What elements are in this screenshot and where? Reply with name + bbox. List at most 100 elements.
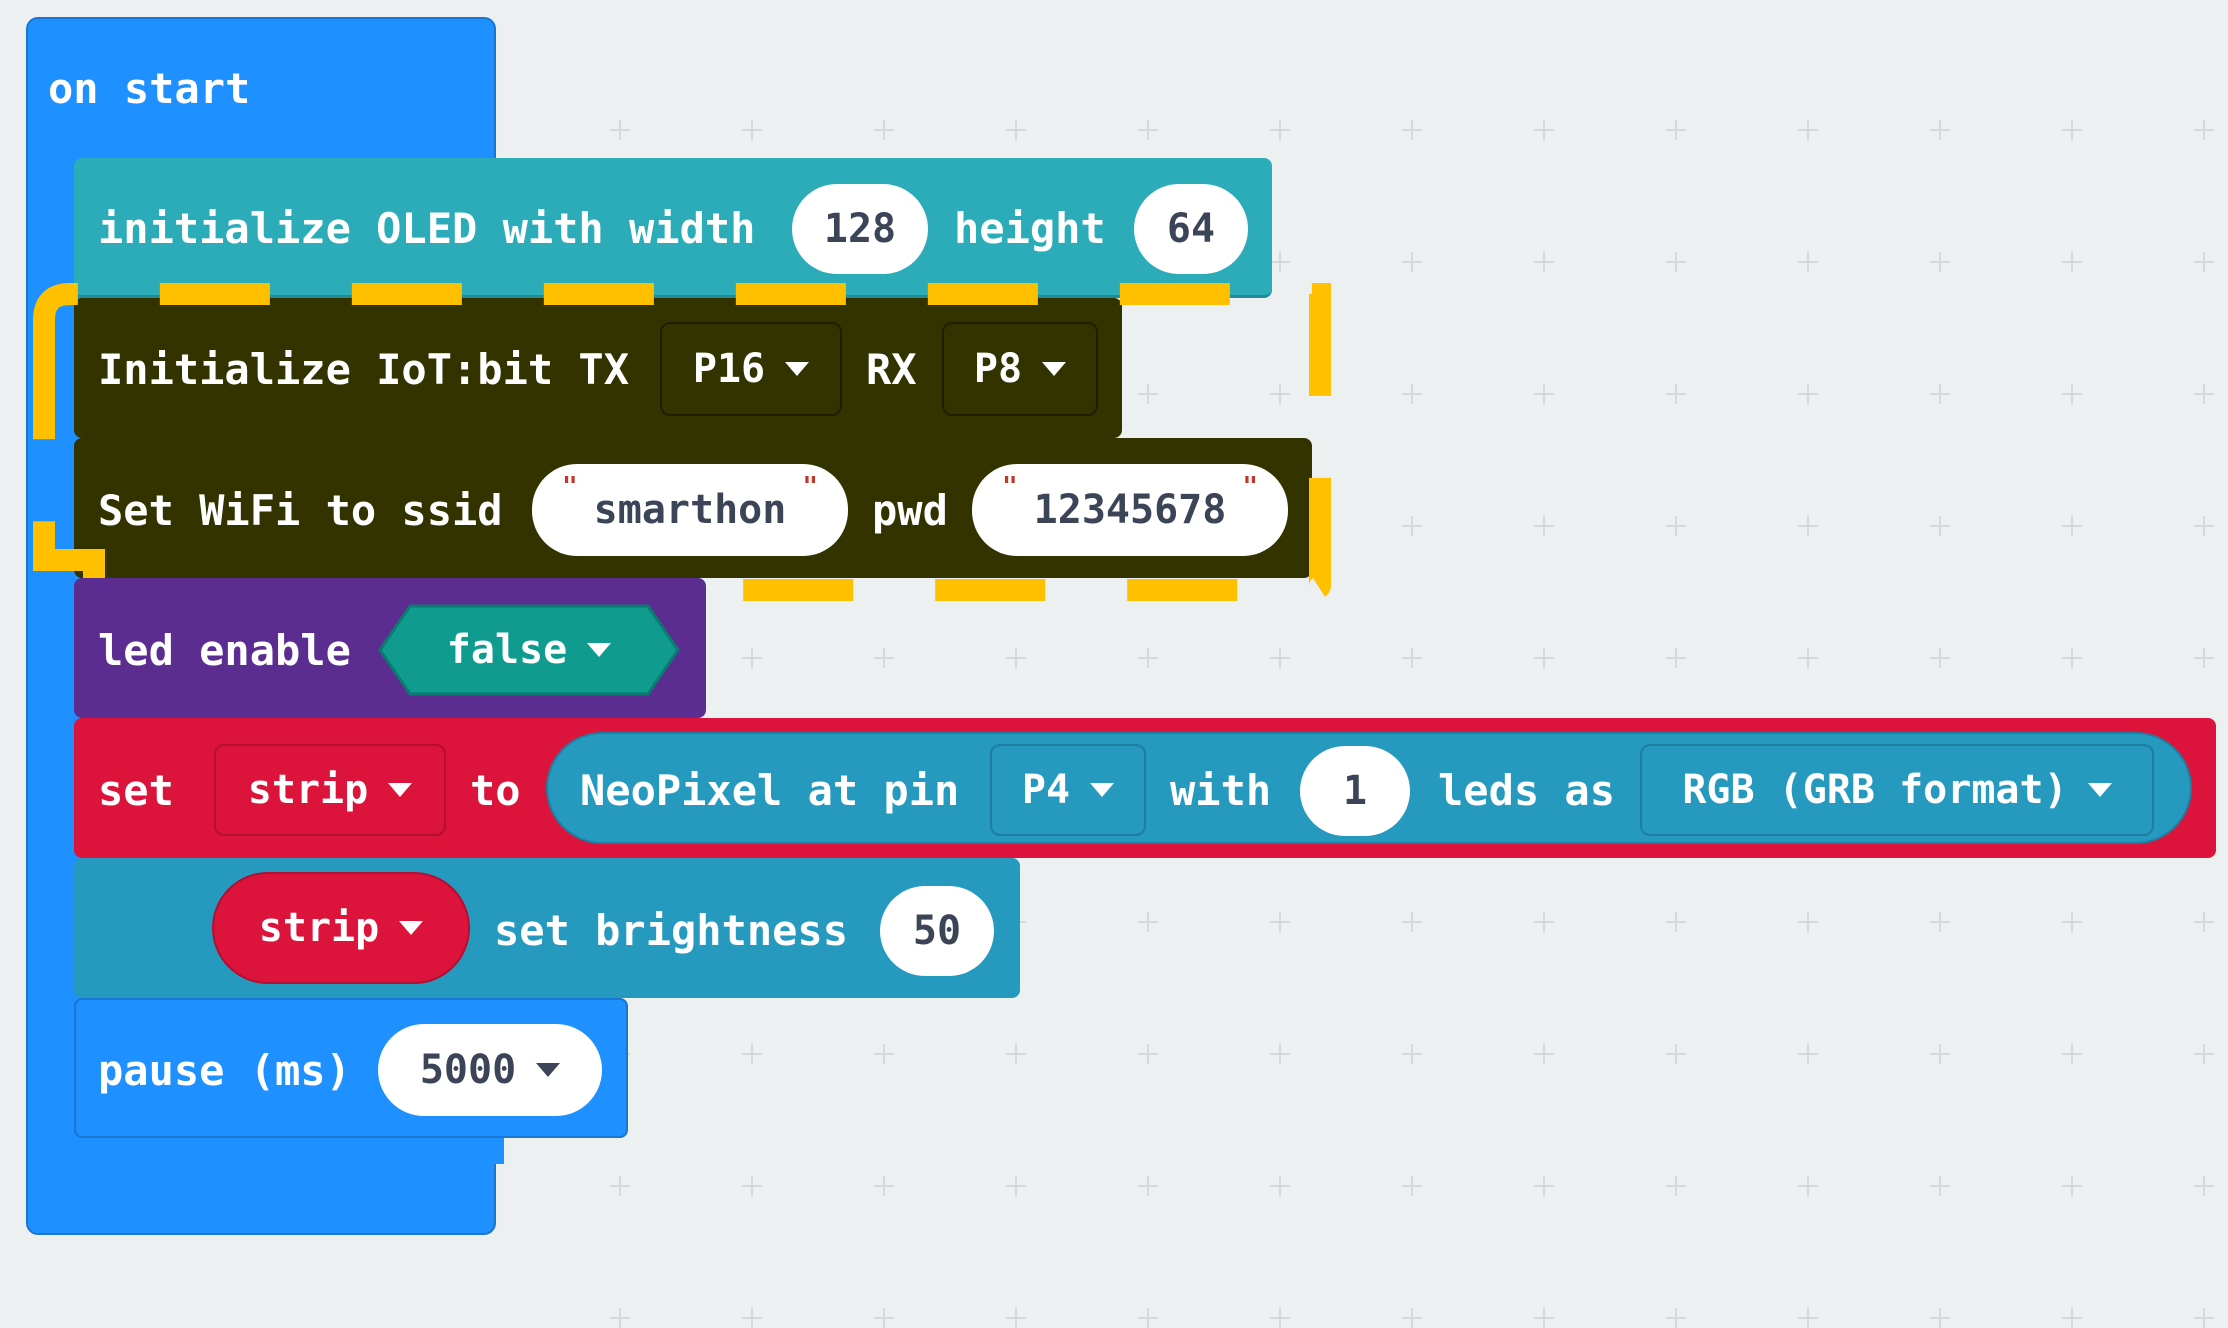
workspace-plus-mark	[2062, 1176, 2082, 1196]
led-value: false	[446, 627, 568, 673]
workspace-plus-mark	[1270, 384, 1290, 404]
led-count-input[interactable]: 1	[1300, 746, 1410, 836]
workspace-plus-mark	[2062, 120, 2082, 140]
workspace-plus-mark	[1138, 1044, 1158, 1064]
workspace-plus-mark	[1006, 1176, 1026, 1196]
workspace-plus-mark	[1270, 648, 1290, 668]
workspace-plus-mark	[742, 1308, 762, 1328]
led-value-hexagon[interactable]	[378, 604, 680, 696]
dropdown-arrow-icon	[2087, 783, 2112, 797]
wifi-ssid-input[interactable]: " smarthon "	[532, 464, 848, 556]
iot-label-b: RX	[866, 345, 917, 394]
workspace-plus-mark	[1798, 252, 1818, 272]
workspace-plus-mark	[1930, 1308, 1950, 1328]
oled-init-block[interactable]	[74, 158, 1272, 298]
workspace-plus-mark	[2194, 516, 2214, 536]
workspace-plus-mark	[1138, 1176, 1158, 1196]
workspace-plus-mark	[1798, 384, 1818, 404]
workspace-plus-mark	[874, 648, 894, 668]
workspace-plus-mark	[874, 1176, 894, 1196]
pause-label: pause (ms)	[98, 1046, 351, 1095]
pause-dropdown[interactable]: 5000	[378, 1024, 602, 1116]
workspace-plus-mark	[1270, 120, 1290, 140]
workspace-plus-mark	[2194, 1176, 2214, 1196]
to-label: to	[470, 766, 521, 815]
brightness-label: set brightness	[494, 906, 849, 955]
workspace-plus-mark	[2062, 1044, 2082, 1064]
workspace-plus-mark	[1534, 912, 1554, 932]
workspace-plus-mark	[1270, 252, 1290, 272]
workspace-plus-mark	[2194, 1308, 2214, 1328]
oled-width-input[interactable]: 128	[792, 184, 928, 274]
workspace-plus-mark	[2062, 1308, 2082, 1328]
workspace-plus-mark	[2194, 1044, 2214, 1064]
workspace-plus-mark	[610, 1176, 630, 1196]
workspace-plus-mark	[1798, 120, 1818, 140]
brightness-strip-value: strip	[258, 905, 380, 951]
workspace-plus-mark	[1930, 648, 1950, 668]
workspace-plus-mark	[1666, 1176, 1686, 1196]
iot-rx-dropdown[interactable]: P8	[942, 322, 1098, 416]
workspace-plus-mark	[874, 120, 894, 140]
wifi-pwd-input[interactable]: " 12345678 "	[972, 464, 1288, 556]
workspace-plus-mark	[1270, 912, 1290, 932]
workspace-plus-mark	[1534, 120, 1554, 140]
dropdown-arrow-icon	[388, 783, 413, 797]
workspace-plus-mark	[1402, 384, 1422, 404]
neopixel-label: NeoPixel at pin	[580, 766, 960, 815]
brightness-input[interactable]: 50	[880, 886, 994, 976]
workspace-plus-mark	[2062, 912, 2082, 932]
workspace-plus-mark	[610, 1308, 630, 1328]
on-start-label: on start	[48, 64, 251, 113]
dropdown-arrow-icon	[1042, 362, 1067, 376]
led-value-dropdown[interactable]: false	[378, 604, 680, 696]
workspace-plus-mark	[1534, 1308, 1554, 1328]
workspace-plus-mark	[1402, 120, 1422, 140]
format-dropdown[interactable]: RGB (GRB format)	[1640, 744, 2154, 836]
workspace-plus-mark	[1798, 1176, 1818, 1196]
strip-variable-dropdown[interactable]: strip	[214, 744, 446, 836]
workspace-plus-mark	[1798, 912, 1818, 932]
oled-height-input[interactable]: 64	[1134, 184, 1248, 274]
oled-label-b: height	[954, 204, 1106, 253]
format-value: RGB (GRB format)	[1682, 767, 2068, 813]
workspace-plus-mark	[1930, 1176, 1950, 1196]
brightness-strip-variable[interactable]: strip	[212, 872, 470, 984]
workspace-plus-mark	[2194, 252, 2214, 272]
dropdown-arrow-icon	[536, 1063, 561, 1077]
workspace-plus-mark	[610, 120, 630, 140]
workspace-plus-mark	[1402, 1176, 1422, 1196]
workspace-plus-mark	[1270, 1044, 1290, 1064]
workspace-plus-mark	[1270, 1308, 1290, 1328]
wifi-ssid-value: smarthon	[593, 487, 787, 533]
workspace-plus-mark	[1534, 648, 1554, 668]
workspace-plus-mark	[1930, 516, 1950, 536]
workspace-plus-mark	[1402, 252, 1422, 272]
workspace-plus-mark	[2062, 252, 2082, 272]
workspace-plus-mark	[1402, 648, 1422, 668]
workspace-plus-mark	[742, 120, 762, 140]
dropdown-arrow-icon	[1090, 783, 1115, 797]
workspace-plus-mark	[1534, 1176, 1554, 1196]
workspace-plus-mark	[874, 1308, 894, 1328]
workspace-plus-mark	[1666, 912, 1686, 932]
workspace-plus-mark	[742, 1044, 762, 1064]
iot-rx-value: P8	[973, 346, 1023, 392]
leds-as-label: leds as	[1438, 766, 1616, 815]
workspace-plus-mark	[1930, 120, 1950, 140]
workspace-plus-mark	[2194, 912, 2214, 932]
workspace-plus-mark	[1402, 912, 1422, 932]
workspace-plus-mark	[1930, 252, 1950, 272]
workspace-plus-mark	[1930, 1044, 1950, 1064]
pin-dropdown[interactable]: P4	[990, 744, 1146, 836]
workspace-plus-mark	[1666, 252, 1686, 272]
workspace-plus-mark	[1666, 1308, 1686, 1328]
dropdown-arrow-icon	[587, 643, 612, 657]
highlight-dashed-box	[33, 283, 1331, 601]
led-label: led enable	[98, 626, 351, 675]
strip-variable-value: strip	[247, 767, 369, 813]
iot-tx-dropdown[interactable]: P16	[660, 322, 842, 416]
workspace-plus-mark	[2194, 648, 2214, 668]
workspace-plus-mark	[1666, 1044, 1686, 1064]
workspace-plus-mark	[1402, 516, 1422, 536]
